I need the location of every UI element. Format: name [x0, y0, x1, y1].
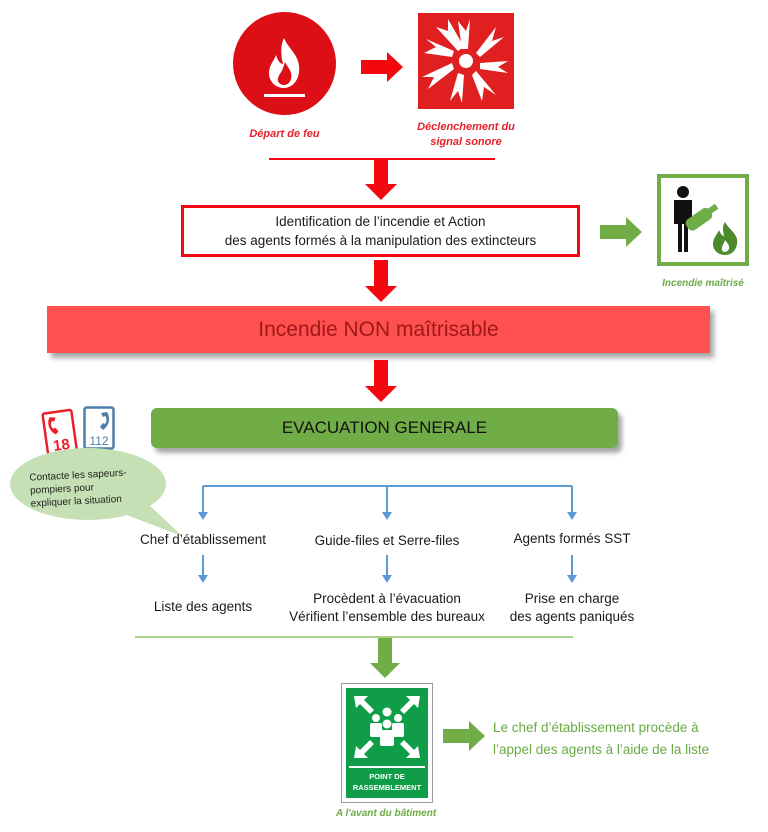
down-arrow-red-1 — [365, 158, 397, 205]
alarm-signal-icon — [418, 13, 514, 109]
role-action-guide-line2: Vérifient l’ensemble des bureaux — [289, 609, 485, 624]
uncontrollable-fire-box: Incendie NON maîtrisable — [47, 306, 710, 353]
right-arrow-green-1 — [600, 217, 644, 252]
roll-call-line1: Le chef d’établissement procède à — [493, 720, 699, 735]
role-title-sst: Agents formés SST — [513, 531, 631, 546]
role-action-sst-line2: des agents paniqués — [509, 609, 635, 624]
assembly-icon — [354, 696, 420, 758]
roll-call-line2: l’appel des agents à l’aide de la liste — [493, 742, 710, 757]
alarm-caption-line1: Déclenchement du — [417, 121, 515, 133]
down-arrow-green — [370, 638, 400, 683]
right-arrow-red — [361, 52, 405, 87]
fire-start-icon — [233, 12, 336, 115]
sign-line1: POINT DE — [369, 772, 405, 781]
right-arrow-green-2 — [443, 721, 487, 756]
down-arrow-red-2 — [365, 260, 397, 307]
role-title-chef: Chef d’établissement — [139, 532, 267, 547]
merge-line-green — [135, 636, 573, 638]
fire-controlled-caption: Incendie maîtrisé — [662, 278, 744, 289]
assembly-caption: A l'avant du bâtiment — [335, 808, 437, 819]
role-action-sst: Prise en charge des agents paniqués — [492, 590, 652, 626]
phone-112-icon: 112 — [83, 406, 115, 455]
alarm-caption-line2: signal sonore — [430, 136, 502, 148]
assembly-point-sign: POINT DE RASSEMBLEMENT — [341, 683, 433, 803]
alarm-signal-caption: Déclenchement du signal sonore — [410, 120, 522, 150]
general-evacuation-box: EVACUATION GENERALE — [151, 408, 618, 448]
role-action-guide-line1: Procèdent à l’évacuation — [313, 591, 461, 606]
call-firefighters-bubble — [6, 446, 182, 543]
sign-line2: RASSEMBLEMENT — [352, 783, 422, 792]
identification-line1: Identification de l’incendie et Action — [275, 214, 486, 229]
role-action-chef: Liste des agents — [153, 599, 253, 614]
identification-box: Identification de l’incendie et Action d… — [181, 205, 580, 257]
identification-line2: des agents formés à la manipulation des … — [224, 233, 537, 248]
fire-start-caption: Départ de feu — [249, 128, 320, 140]
fire-controlled-icon — [657, 174, 749, 266]
down-arrow-red-3 — [365, 360, 397, 407]
roll-call-text: Le chef d’établissement procède à l’appe… — [493, 717, 709, 761]
role-title-guide: Guide-files et Serre-files — [314, 533, 460, 548]
role-action-guide: Procèdent à l’évacuation Vérifient l’ens… — [287, 590, 487, 626]
phone-112-number: 112 — [89, 434, 108, 448]
role-action-sst-line1: Prise en charge — [524, 591, 620, 606]
